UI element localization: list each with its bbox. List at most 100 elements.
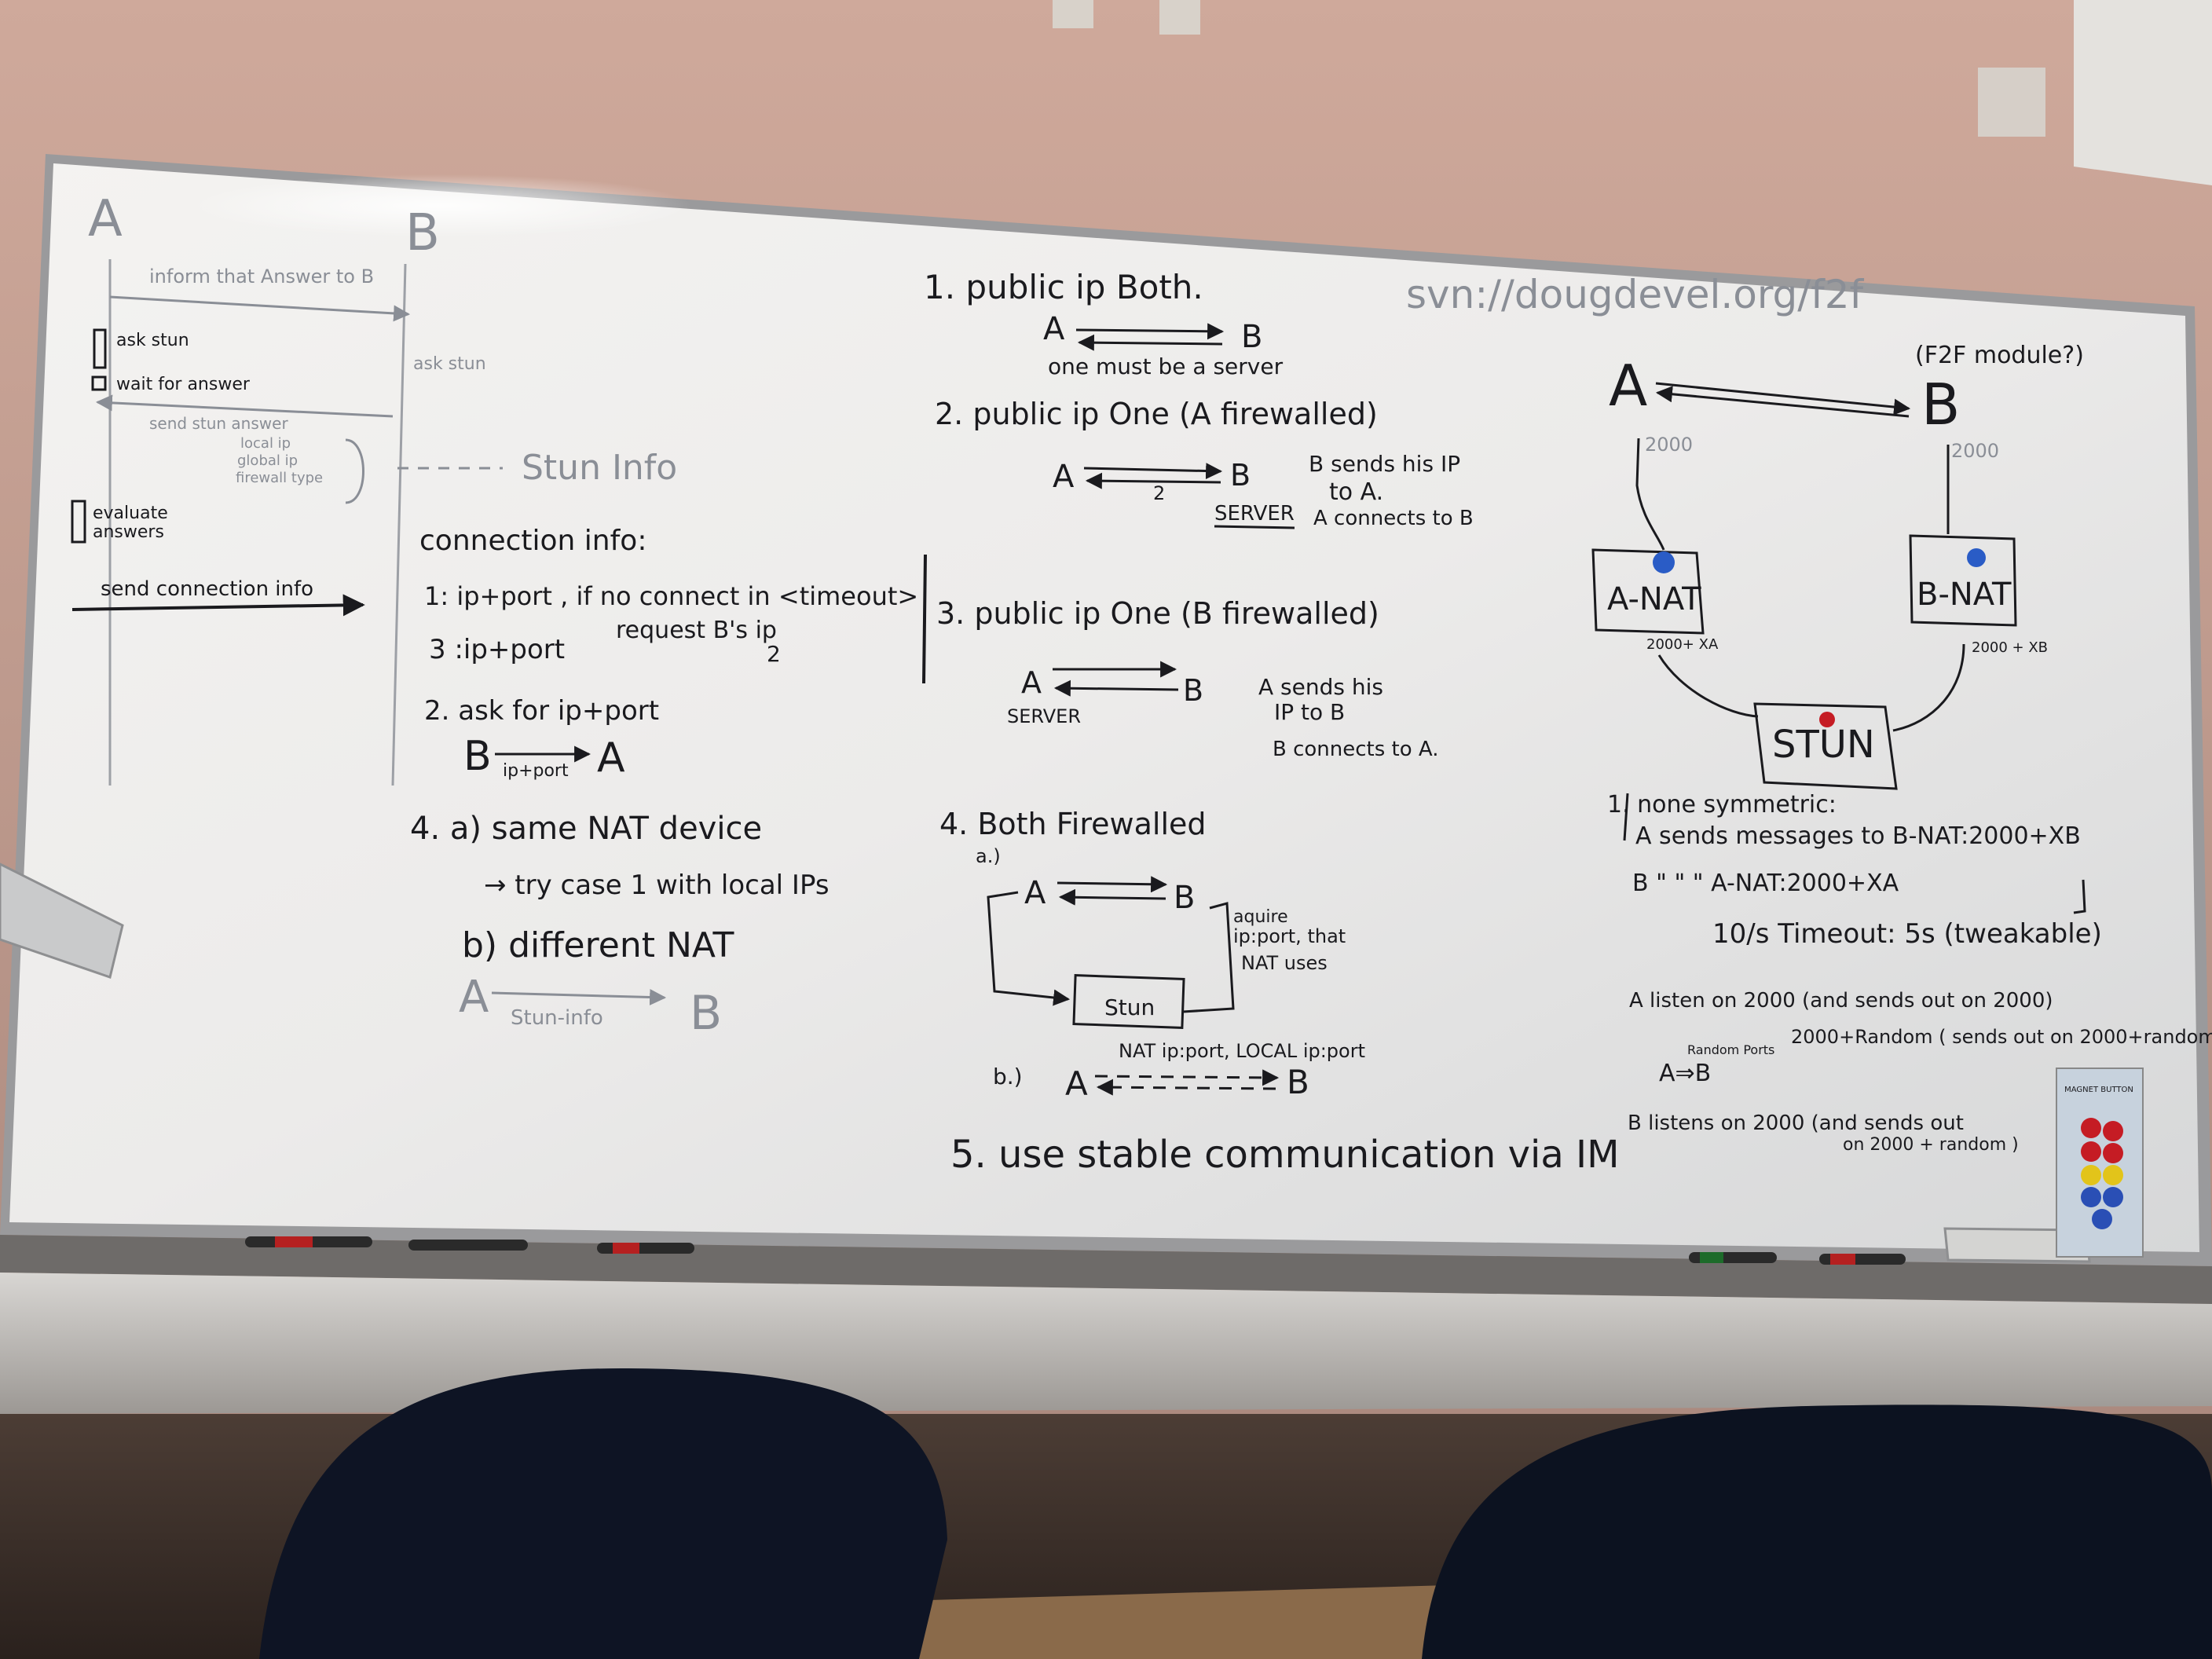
item2-text: 2. ask for ip+port [424, 695, 659, 727]
case2-title-text: 2. public ip One (A firewalled) [935, 397, 1378, 431]
marker-cap [613, 1243, 639, 1254]
left-sequence-diagram: A B inform that Answer to B ask stun wai… [71, 190, 677, 786]
case3-a-text: A [1021, 665, 1042, 700]
chair-back-right [1422, 1404, 2212, 1659]
case3-note2-text: IP to B [1274, 699, 1345, 725]
item1-text: 1: ip+port , if no connect in <timeout> [424, 581, 918, 611]
marker [597, 1243, 694, 1254]
marker-cap [275, 1236, 313, 1247]
node-a-text: A [1609, 353, 1647, 419]
item2-label-text: ip+port [503, 761, 569, 781]
item3-text: 3 :ip+port [429, 634, 565, 665]
anat-text: A-NAT [1607, 581, 1701, 617]
case4-sub-b-text: b.) [993, 1064, 1023, 1090]
item4b-a-text: A [459, 972, 489, 1023]
port-a-text: 2000 [1645, 434, 1693, 456]
send-connection-info: send connection info [101, 577, 313, 601]
case1-a-text: A [1043, 311, 1065, 347]
case1-title-text: 1. public ip Both. [924, 268, 1203, 306]
stun-info-label: Stun Info [522, 448, 677, 488]
anat-port-text: 2000+ XA [1646, 636, 1719, 653]
case4-b-text: B [1174, 880, 1195, 916]
line-a-text: A sends messages to B-NAT:2000+XB [1635, 822, 2081, 850]
global-ip-text: global ip [237, 452, 298, 469]
left-header-a: A [88, 190, 123, 248]
case2-a-text: A [1053, 459, 1075, 495]
a-to-b-text: A⇒B [1659, 1060, 1711, 1087]
case4-stun-text: Stun [1104, 994, 1155, 1020]
item2-b-text: B [463, 733, 492, 780]
item1-sub-text: request B's ip [616, 617, 777, 644]
case2-server-text: SERVER [1214, 502, 1295, 526]
item1-sub2-text: 2 [767, 641, 781, 667]
listen-b-text: B listens on 2000 (and sends out [1628, 1111, 1964, 1135]
inform-line: inform that Answer to B [149, 266, 374, 287]
case-4: 4. Both Firewalled a.) A B aquire ip:por… [939, 807, 1365, 1103]
marker [408, 1240, 528, 1251]
left-header-b: B [405, 204, 440, 262]
port-b-text: 2000 [1951, 440, 1999, 462]
none-symmetric-text: 1. none symmetric: [1607, 791, 1837, 819]
nat-notes: 1. none symmetric: A sends messages to B… [1607, 791, 2212, 1155]
item4b-label-text: Stun-info [511, 1006, 603, 1030]
magnet-pack-label-text: MAGNET BUTTON [2064, 1086, 2133, 1094]
section-divider [922, 554, 927, 684]
case4-note3-text: NAT uses [1241, 952, 1328, 974]
node-b-text: B [1921, 372, 1960, 438]
random-line-text: 2000+Random ( sends out on 2000+random) [1791, 1026, 2212, 1048]
nat-topology-diagram: (F2F module?) A B 2000 2000 A-NAT 2000+ … [1591, 342, 2084, 790]
wall-outlet [1053, 0, 1093, 28]
magnet-pack: MAGNET BUTTON [2056, 1068, 2144, 1258]
stun-text: STUN [1772, 723, 1875, 767]
wait-for-answer: wait for answer [116, 375, 251, 394]
case4-note1-text: aquire [1233, 907, 1288, 927]
send-stun-answer: send stun answer [149, 414, 288, 433]
case3-b-text: B [1183, 673, 1203, 708]
case3-note3-text: B connects to A. [1273, 738, 1439, 761]
item4a-sub-text: → try case 1 with local IPs [484, 870, 830, 901]
bnat-text: B-NAT [1917, 577, 2012, 613]
marker-tray [0, 1235, 2212, 1304]
case-1: 1. public ip Both. A B one must be a ser… [924, 268, 1284, 379]
ask-stun-right: ask stun [413, 354, 486, 374]
case2-note1-text: B sends his IP [1309, 451, 1460, 477]
listen-a-text: A listen on 2000 (and sends out on 2000) [1629, 989, 2053, 1013]
case-5: 5. use stable communication via IM [950, 1133, 1620, 1177]
case2-mark-text: 2 [1153, 482, 1165, 504]
case3-server-text: SERVER [1007, 705, 1081, 727]
item4b-b-text: B [690, 986, 722, 1041]
f2f-module-text: (F2F module?) [1915, 342, 2084, 369]
ask-stun-left: ask stun [116, 331, 189, 350]
firewall-type-text: firewall type [236, 470, 323, 486]
case4-title-text: 4. Both Firewalled [939, 807, 1207, 841]
wall-plate [1978, 68, 2045, 137]
case1-note-text: one must be a server [1048, 353, 1284, 379]
case4-sub-a-text: a.) [976, 845, 1001, 867]
chair-back-left [259, 1368, 947, 1659]
svn-url-text: svn://dougdevel.org/f2f [1406, 272, 1865, 317]
random-ports-text: Random Ports [1687, 1042, 1774, 1057]
local-ip-text: local ip [240, 435, 291, 452]
marker-cap [1830, 1254, 1855, 1265]
case-3: 3. public ip One (B firewalled) A B SERV… [936, 596, 1439, 761]
case4-a-text: A [1024, 875, 1046, 911]
timeout-text: 10/s Timeout: 5s (tweakable) [1712, 918, 2102, 950]
item4a-text: 4. a) same NAT device [410, 811, 762, 847]
item4b-text: b) different NAT [462, 925, 734, 965]
board-surface [9, 163, 2199, 1252]
svn-url: svn://dougdevel.org/f2f [1406, 272, 1865, 317]
case4b-label-text: NAT ip:port, LOCAL ip:port [1119, 1040, 1365, 1062]
answers-text: answers [93, 522, 164, 542]
evaluate-text: evaluate [93, 504, 168, 523]
ceiling-fixture [2074, 0, 2212, 185]
line-b-text: B " " " A-NAT:2000+XA [1632, 870, 1899, 897]
case5-text: 5. use stable communication via IM [950, 1133, 1620, 1177]
case2-note2-text: to A. [1329, 478, 1383, 506]
case3-note1-text: A sends his [1258, 674, 1383, 700]
listen-b2-text: on 2000 + random ) [1843, 1135, 2019, 1155]
case2-note3-text: A connects to B [1313, 507, 1474, 530]
case2-b-text: B [1230, 458, 1251, 493]
item2-a-text: A [597, 734, 625, 782]
